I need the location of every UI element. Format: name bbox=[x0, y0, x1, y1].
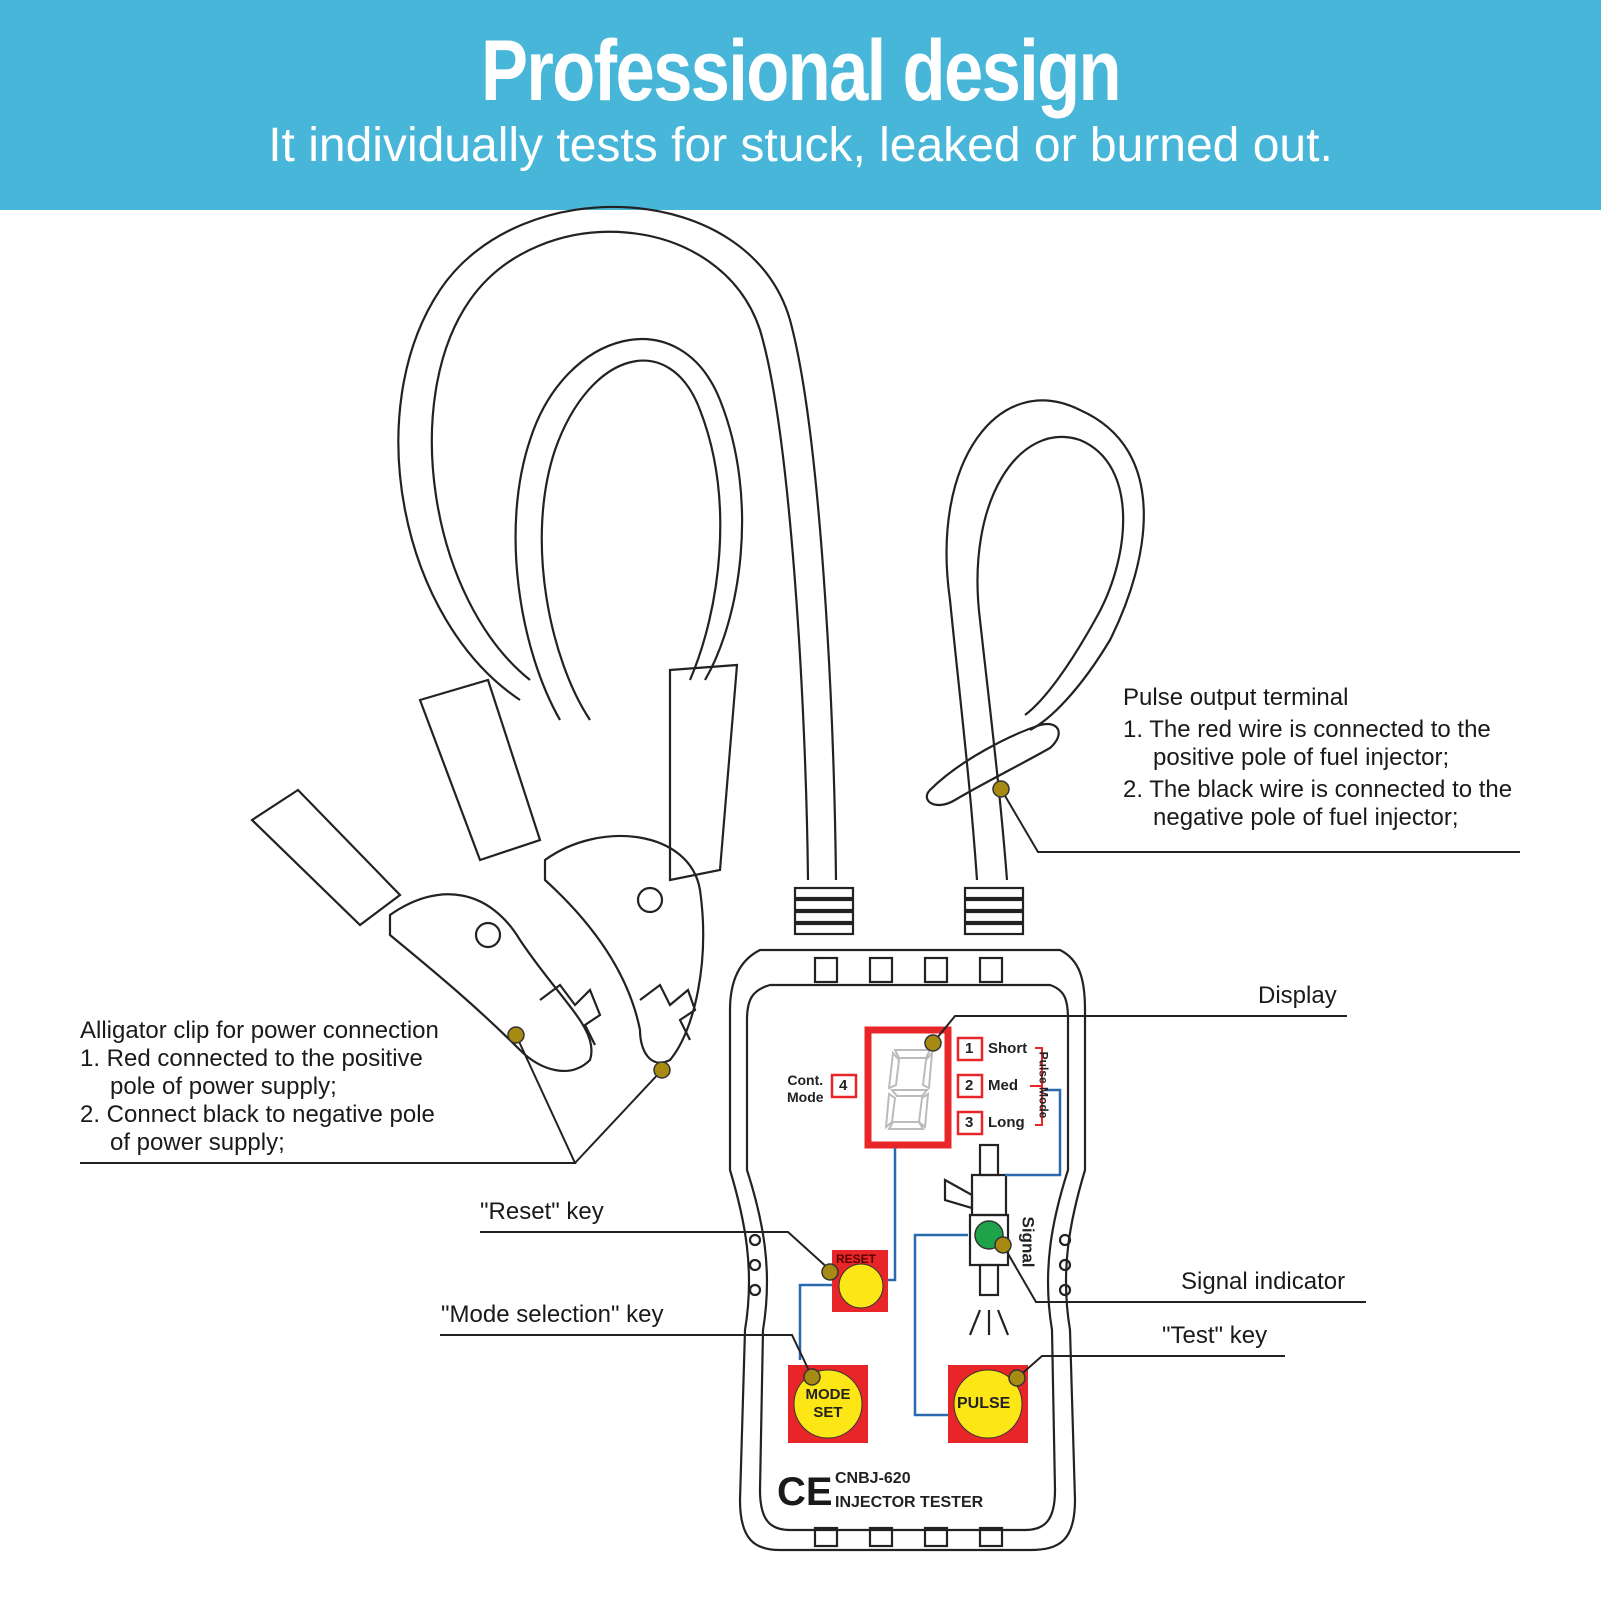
alligator-clip-left bbox=[250, 788, 602, 1072]
internal-wiring bbox=[798, 1088, 1062, 1417]
product-name: INJECTOR TESTER bbox=[835, 1494, 984, 1511]
mode-long-label: Long bbox=[988, 1114, 1025, 1131]
mode-selection-key-callout: "Mode selection" key bbox=[441, 1301, 664, 1328]
display-callout: Display bbox=[1258, 982, 1337, 1009]
banner-subtitle: It individually tests for stuck, leaked … bbox=[268, 119, 1333, 172]
header-banner: Professional design It individually test… bbox=[0, 0, 1601, 210]
mode-1-number: 1 bbox=[965, 1040, 974, 1057]
cont-mode-number: 4 bbox=[839, 1077, 848, 1094]
mode-3-number: 3 bbox=[965, 1114, 974, 1131]
mode-number-boxes bbox=[830, 1036, 984, 1136]
pulse-key-label: PULSE bbox=[957, 1395, 1011, 1412]
callout-leaders bbox=[80, 788, 1520, 1379]
reset-key[interactable] bbox=[832, 1250, 888, 1312]
test-key-callout: "Test" key bbox=[1162, 1322, 1268, 1349]
strain-relief-right bbox=[963, 886, 1025, 936]
pulse-output-callout: Pulse output terminal 1. The red wire is… bbox=[1123, 684, 1513, 831]
signal-label: Signal bbox=[1018, 1216, 1038, 1268]
signal-indicator-callout: Signal indicator bbox=[1181, 1268, 1346, 1295]
pulse-cable bbox=[925, 399, 1145, 881]
model-number: CNBJ-620 bbox=[835, 1470, 911, 1487]
banner-title: Professional design bbox=[481, 23, 1122, 119]
pulse-mode-bracket bbox=[1030, 1047, 1043, 1126]
pulse-mode-label: Pulse Mode bbox=[1036, 1051, 1051, 1119]
alligator-clip-right bbox=[418, 663, 739, 1064]
power-cable bbox=[397, 205, 838, 881]
seven-segment-display bbox=[864, 1026, 952, 1149]
mode-set-key[interactable] bbox=[788, 1365, 868, 1443]
device-body bbox=[728, 948, 1087, 1552]
callout-markers bbox=[507, 780, 1026, 1387]
mode-short-label: Short bbox=[988, 1040, 1028, 1057]
cont-mode-label: Cont.Mode bbox=[787, 1072, 824, 1105]
strain-relief-left bbox=[793, 886, 855, 936]
reset-key-label: RESET bbox=[836, 1252, 877, 1266]
reset-key-callout: "Reset" key bbox=[480, 1198, 604, 1225]
ce-mark: CE bbox=[777, 1470, 833, 1514]
mode-2-number: 2 bbox=[965, 1077, 974, 1094]
alligator-clip-callout: Alligator clip for power connection 1. R… bbox=[80, 1017, 439, 1156]
mode-med-label: Med bbox=[988, 1077, 1018, 1094]
